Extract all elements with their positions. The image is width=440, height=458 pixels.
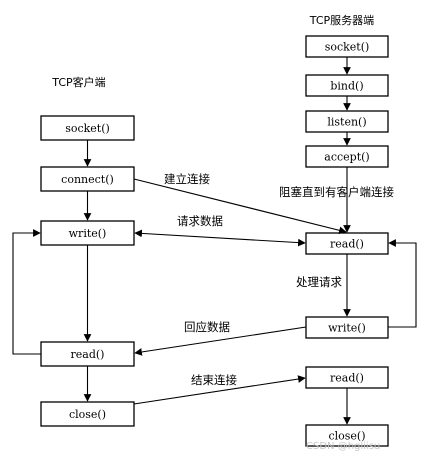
server-accept-label: accept() xyxy=(324,151,369,164)
server-socket-label: socket() xyxy=(325,41,370,54)
server-title: TCP服务器端 xyxy=(309,14,374,27)
client-title: TCP客户端 xyxy=(51,75,105,89)
client-loop-arrow xyxy=(12,229,41,355)
reply-label: 回应数据 xyxy=(184,320,230,334)
server-write-box: write() xyxy=(305,316,389,339)
server-read2-box: read() xyxy=(305,366,389,389)
client-close-label: close() xyxy=(69,408,106,421)
end-connection-arrow xyxy=(133,375,306,405)
reply-data-arrow xyxy=(134,326,307,356)
request-data-arrow xyxy=(134,229,306,247)
client-write-box: write() xyxy=(40,220,135,246)
client-read-label: read() xyxy=(71,348,105,361)
server-read-label: read() xyxy=(330,238,364,251)
server-close-label: close() xyxy=(328,430,365,443)
server-accept-box: accept() xyxy=(305,145,389,168)
server-listen-box: listen() xyxy=(305,110,389,133)
server-write-label: write() xyxy=(328,322,366,335)
block-label: 阻塞直到有客户端连接 xyxy=(279,185,394,199)
end-label: 结束连接 xyxy=(191,373,237,387)
server-socket-box: socket() xyxy=(305,35,389,58)
server-bind-label: bind() xyxy=(330,80,363,93)
process-label: 处理请求 xyxy=(296,275,342,289)
watermark: CSDN @hgliisu xyxy=(306,441,380,452)
server-read-box: read() xyxy=(305,232,389,255)
client-read-box: read() xyxy=(40,341,135,367)
client-socket-box: socket() xyxy=(40,115,135,141)
server-loop-arrow xyxy=(388,239,417,328)
client-connect-box: connect() xyxy=(40,166,135,192)
connect-to-read-arrow xyxy=(133,178,347,235)
client-write-label: write() xyxy=(69,227,107,240)
client-connect-label: connect() xyxy=(61,173,114,186)
server-bind-box: bind() xyxy=(305,74,389,97)
server-close-box: close() xyxy=(305,424,389,447)
client-close-box: close() xyxy=(40,401,135,427)
server-read2-label: read() xyxy=(330,372,364,385)
server-listen-label: listen() xyxy=(327,116,366,129)
request-label: 请求数据 xyxy=(177,214,223,228)
connect-label: 建立连接 xyxy=(164,172,210,186)
client-socket-label: socket() xyxy=(65,122,110,135)
